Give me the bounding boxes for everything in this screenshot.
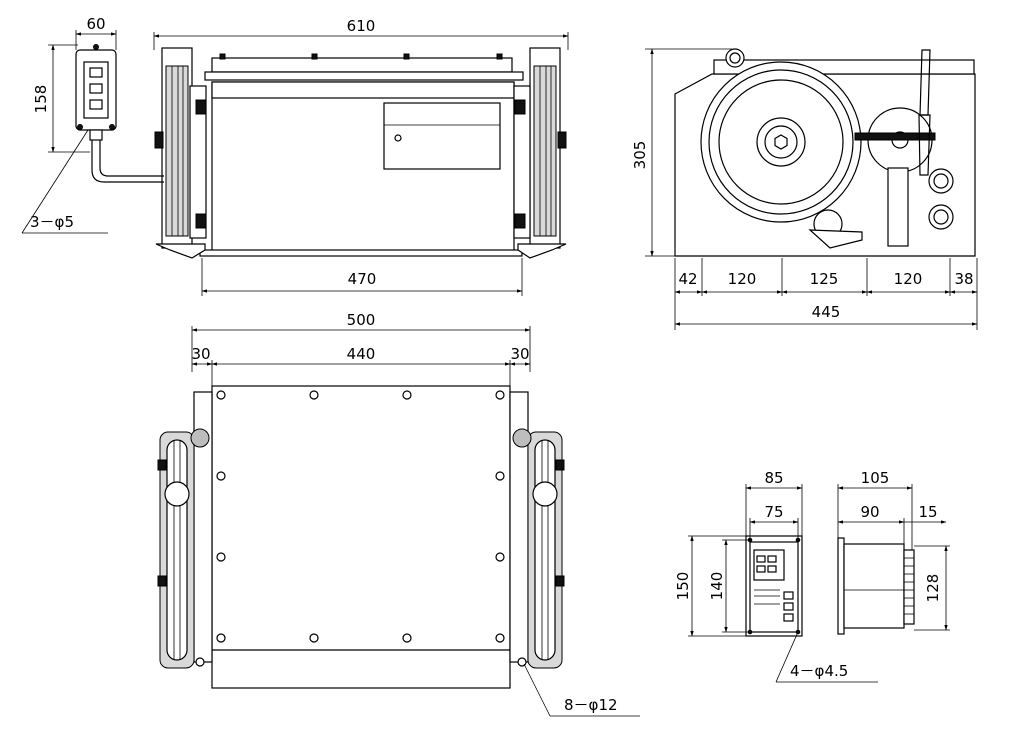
dim-label-42: 42 xyxy=(678,270,697,288)
dim-label-158: 158 xyxy=(32,85,50,114)
label-3-phi5: 3－φ5 xyxy=(30,213,74,231)
controller-side-view: 105 90 15 128 xyxy=(837,469,950,635)
dim-label-75: 75 xyxy=(764,503,783,521)
dim-label-128: 128 xyxy=(924,574,942,603)
dim-label-120a: 120 xyxy=(728,270,757,288)
dim-label-305: 305 xyxy=(631,141,649,170)
plan-view: 500 30 440 30 8－φ12 xyxy=(157,311,640,717)
leader-4-phi4-5: 4－φ4.5 xyxy=(775,631,878,683)
dim-label-610: 610 xyxy=(347,17,376,35)
drum xyxy=(700,61,862,223)
plan-right-sheaves xyxy=(512,428,565,669)
plan-body xyxy=(211,385,511,689)
lower-roller xyxy=(808,209,863,249)
side-elevation-view: 305 42 120 125 120 38 445 xyxy=(631,48,978,330)
dim-label-15: 15 xyxy=(918,503,937,521)
dim-470: 470 xyxy=(201,258,523,296)
dim-label-60: 60 xyxy=(86,15,105,33)
front-elevation-view: 610 60 158 3－φ5 470 xyxy=(21,15,569,296)
label-8-phi12: 8－φ12 xyxy=(564,696,618,714)
heatsink-fins xyxy=(904,557,914,615)
dim-128: 128 xyxy=(914,545,950,631)
dim-85-75: 85 75 xyxy=(745,469,803,540)
dim-label-440: 440 xyxy=(347,345,376,363)
rail-bolts xyxy=(219,53,503,60)
dim-label-150: 150 xyxy=(674,572,692,601)
label-4-phi4-5: 4－φ4.5 xyxy=(790,662,848,680)
controller-panel xyxy=(753,549,794,622)
dim-label-90: 90 xyxy=(860,503,879,521)
dim-label-470: 470 xyxy=(348,270,377,288)
dim-label-125: 125 xyxy=(810,270,839,288)
top-rail xyxy=(211,57,513,73)
dim-610: 610 xyxy=(153,17,569,50)
dim-label-120b: 120 xyxy=(894,270,923,288)
base-strip xyxy=(199,249,523,257)
controller-heatsink xyxy=(903,549,915,625)
dim-150-140: 150 140 xyxy=(674,535,750,637)
dim-label-140: 140 xyxy=(708,572,726,601)
dim-label-500: 500 xyxy=(347,311,376,329)
dim-105-90-15: 105 90 15 xyxy=(837,469,947,550)
housing-top-band xyxy=(211,81,515,99)
dim-158: 158 xyxy=(32,44,90,153)
left-sheave-assembly xyxy=(154,47,207,259)
guide-wheel xyxy=(854,49,936,247)
dim-label-445: 445 xyxy=(812,303,841,321)
leader-3-phi5: 3－φ5 xyxy=(21,129,108,234)
cable-glands xyxy=(928,168,954,230)
dim-label-30-right: 30 xyxy=(510,345,529,363)
plan-bolts xyxy=(216,390,505,643)
name-plate xyxy=(383,102,501,170)
leader-8-phi12: 8－φ12 xyxy=(523,663,640,717)
plan-left-sheaves xyxy=(157,428,210,669)
dim-label-38: 38 xyxy=(954,270,973,288)
dim-side-segments: 42 120 125 120 38 445 xyxy=(674,258,978,330)
dim-305: 305 xyxy=(631,48,732,257)
dim-30-440-30: 30 440 30 xyxy=(191,345,531,386)
controller-front-view: 85 75 150 140 4－φ4.5 xyxy=(674,469,878,683)
right-sheave-assembly xyxy=(513,47,567,259)
dim-60: 60 xyxy=(75,15,117,50)
dim-label-105: 105 xyxy=(861,469,890,487)
top-plate xyxy=(204,71,524,81)
pendant-switch xyxy=(75,44,164,183)
dim-label-30-left: 30 xyxy=(191,345,210,363)
dim-label-85: 85 xyxy=(764,469,783,487)
